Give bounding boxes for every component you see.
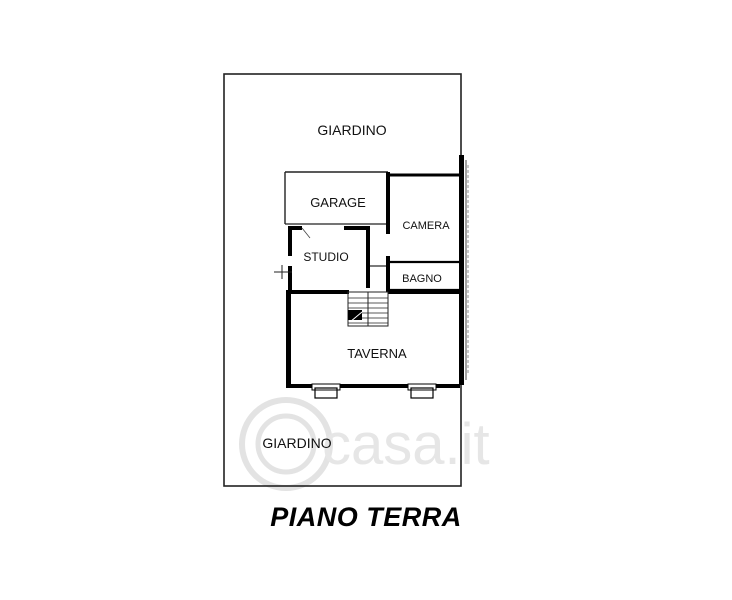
bagno-label: BAGNO xyxy=(402,273,442,285)
watermark-text: casa.it xyxy=(322,412,490,477)
floor-title: PIANO TERRA xyxy=(270,502,462,532)
garden-top-label: GIARDINO xyxy=(317,122,386,138)
taverna-room xyxy=(286,290,460,399)
staircase xyxy=(347,291,389,327)
garage-room xyxy=(284,171,388,225)
studio-label: STUDIO xyxy=(303,250,348,264)
studio-room xyxy=(274,226,370,292)
garage-label: GARAGE xyxy=(310,195,366,210)
east-wall xyxy=(459,155,469,385)
garden-bottom-label: GIARDINO xyxy=(262,435,331,451)
camera-label: CAMERA xyxy=(402,220,450,232)
camera-room xyxy=(386,172,459,292)
taverna-label: TAVERNA xyxy=(347,346,407,361)
